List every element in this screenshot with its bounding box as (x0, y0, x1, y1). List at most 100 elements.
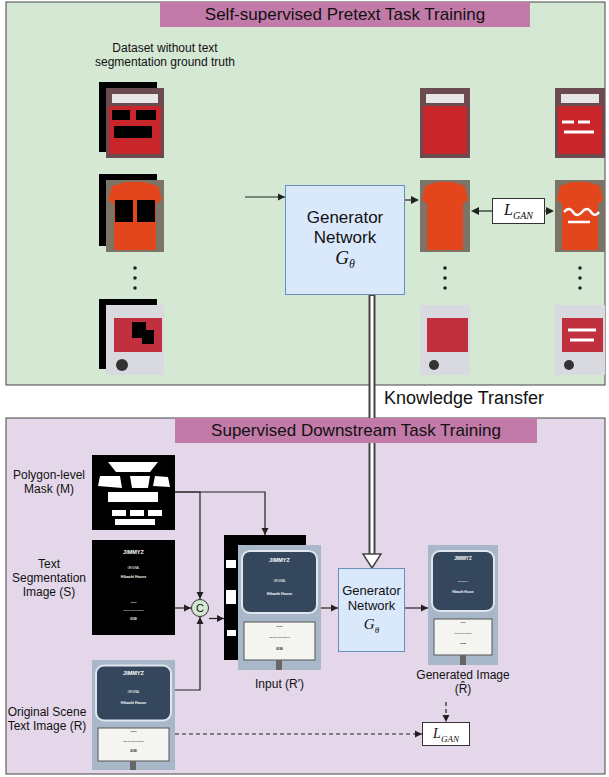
sign-text: ORIGINAL (428, 580, 498, 582)
math-symbol: L (504, 201, 513, 218)
mask-hole (114, 126, 152, 138)
photo (116, 359, 128, 371)
sky (428, 545, 498, 665)
mask-hole (132, 322, 154, 344)
arrow-line (478, 210, 492, 211)
sign-text: 6108 (92, 618, 175, 621)
photo (555, 88, 605, 158)
connector-line (175, 492, 200, 599)
dot (133, 286, 137, 290)
photo (429, 360, 439, 370)
photo (558, 106, 602, 154)
connector (405, 605, 428, 612)
sign-text: DRIVE THRU DINE IN (428, 633, 498, 635)
concat-circle: C (191, 599, 209, 617)
connector (175, 605, 191, 612)
photo-lettering (562, 122, 594, 132)
sign-text: ORIGINAL (92, 692, 175, 695)
photo (555, 180, 605, 252)
sign-pole (460, 655, 466, 665)
sign-text: DRIVE THRU DINE IN (238, 636, 321, 638)
sign-board (98, 728, 169, 761)
sign-text: OPEN (428, 622, 498, 624)
box-label: Generator Network (341, 584, 402, 614)
masked-photo (99, 82, 164, 158)
math-line: Gθ (364, 614, 379, 636)
polygon-mask (130, 510, 144, 516)
photo (420, 88, 470, 158)
arrow-head (415, 731, 422, 738)
arrow-head (443, 715, 450, 722)
sign-text: ORIGINAL (238, 581, 321, 584)
photo (106, 88, 164, 158)
polygon-mask (108, 462, 158, 472)
mask-image: Polygon-level Mask (M) (10, 455, 175, 530)
photo (426, 94, 464, 103)
mask-picture (92, 455, 175, 530)
math-line: LGAN (433, 723, 459, 745)
polygon-mask (130, 476, 150, 488)
transfer-head (363, 554, 381, 568)
sign-text: OPEN (238, 625, 321, 627)
arrow-head (197, 617, 204, 624)
loss-box: LGAN (492, 198, 545, 224)
connector-line (175, 733, 422, 734)
math-symbol: G (335, 247, 349, 268)
polygon-mask (112, 510, 126, 516)
image-caption: Dataset without text segmentation ground… (85, 42, 245, 70)
mask-hole (136, 110, 156, 120)
stage-panel: Supervised Downstream Task TrainingPolyg… (6, 418, 605, 774)
input-picture (224, 535, 321, 670)
photo (114, 318, 162, 352)
dot (443, 276, 447, 280)
math-symbol: G (364, 616, 375, 632)
box-label: Generator Network (288, 208, 402, 247)
dataset-column: Dataset without text segmentation ground… (85, 40, 245, 375)
dot (443, 266, 447, 270)
dot (133, 276, 137, 280)
photo (561, 94, 599, 103)
dot (443, 286, 447, 290)
math-symbol: L (433, 726, 441, 741)
arrow-line (405, 199, 412, 200)
mask-hole (137, 200, 155, 222)
dot (578, 286, 582, 290)
image-caption: Original Scene Text Image (R) (4, 706, 90, 734)
sign-text: OPEN (92, 601, 175, 603)
photo (109, 106, 161, 154)
operator-label: C (196, 602, 204, 615)
connector (321, 605, 338, 612)
generator-box: Generator NetworkGθ (285, 185, 405, 295)
arrow-head (471, 207, 479, 215)
scene-image: Original Scene Text Image (R) (4, 660, 175, 770)
photo-lettering (564, 209, 599, 222)
stage-title: Self-supervised Pretext Task Training (160, 2, 530, 27)
segmentation-ground (92, 540, 175, 635)
polygon-mask (108, 492, 158, 502)
connector (175, 492, 269, 535)
photo (108, 182, 162, 250)
sign-text: DRIVE THRU DINE IN (92, 609, 175, 611)
polygon-mask (148, 510, 162, 516)
sign-board (244, 622, 315, 660)
stage-title: Supervised Downstream Task Training (175, 418, 537, 443)
arrow-head (411, 196, 419, 204)
math-subscript: GAN (441, 734, 459, 744)
arrow-head (184, 605, 191, 612)
image-caption: Polygon-level Mask (M) (10, 469, 88, 497)
connector (175, 617, 204, 690)
polygon-mask (98, 476, 122, 488)
mask-hole (115, 200, 133, 222)
sign-board (434, 619, 492, 655)
sign-text: JIMMYZ (92, 671, 175, 677)
scene-picture (92, 660, 175, 770)
sign-text: JIMMYZ (238, 558, 321, 564)
sky (238, 545, 321, 670)
math-line: Gθ (335, 247, 355, 272)
photo (557, 182, 603, 250)
sky (92, 660, 175, 770)
connector (175, 492, 204, 599)
math-subscript: θ (375, 625, 379, 635)
edge-label: Knowledge Transfer (382, 388, 546, 409)
connector (175, 731, 422, 738)
